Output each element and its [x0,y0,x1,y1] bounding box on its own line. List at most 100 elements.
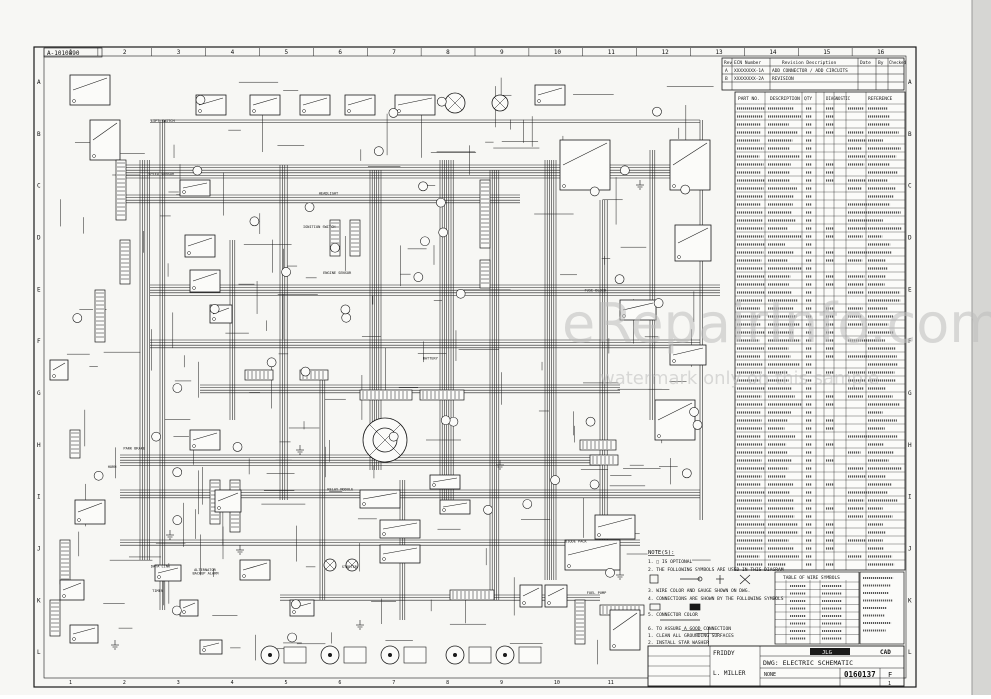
callout-circle [448,416,459,427]
row-marker: H [37,442,41,449]
title-block: JLG CAD DWG: ELECTRIC SCHEMATIC FRIDDY L… [647,645,905,687]
row-marker: E [37,286,41,293]
parts-header-diag: DIAGNOSTIC [826,96,851,101]
relay-body [519,584,543,608]
callout-circle [680,184,691,195]
switch-terminal-block [468,646,492,664]
drawing-id: A-1010890 [47,50,80,57]
note-line-6: 6. TO ASSURE A GOOD CONNECTION [648,626,731,632]
zone-marker: 3 [177,49,181,56]
zone-marker-bottom: 10 [554,680,560,686]
connector-body [349,219,361,257]
relay [179,179,211,197]
relay-contact [92,122,118,141]
parts-list-rows [735,92,905,570]
callout-circle [589,479,600,490]
relay [559,139,611,191]
switch-terminal-block [518,646,542,664]
note-line-8: 2. INSTALL STAR WASHER [648,640,709,646]
row-marker-right: F [908,338,912,345]
parts-header-qty: QTY [804,96,812,102]
relay-body [299,94,331,116]
rotary-switch [445,645,492,665]
relay-terminal [187,251,191,255]
zone-marker-bottom: 8 [446,680,449,686]
ground-symbol [111,640,119,650]
sheet-border [33,46,917,688]
relay-terminal [72,99,76,103]
switch-terminal-block [343,646,367,664]
relay-contact [192,432,218,441]
symbol-table-title: TABLE OF WIRE SYMBOLS [783,575,840,581]
lamp-cross [494,97,506,109]
relay [249,94,281,116]
callout-circle [614,274,625,284]
relay [344,94,376,116]
connector [59,539,71,585]
relay [669,344,707,366]
rotary-switch [260,645,307,665]
callout-circle [436,96,447,107]
parts-list: PART NO. DESCRIPTION QTY DIAGNOSTIC REFE… [734,91,906,571]
relay-body [379,544,421,564]
relay-body [89,119,121,161]
relay [89,119,121,161]
relay-contact [672,347,704,356]
relay-contact [242,562,268,571]
title-drawn-by: FRIDDY [713,650,735,657]
relay [239,559,271,581]
relay [654,399,696,441]
notes-block: NOTE(S): 1. □ IS OPTIONAL 2. THE FOLLOWI… [648,550,784,646]
relay-terminal [198,109,202,113]
component-label: STARTER [342,565,358,569]
switch-center [453,653,457,657]
title-scale: NONE [764,672,776,678]
note-line-1: 1. □ IS OPTIONAL [648,559,692,565]
title-cad: CAD [880,649,891,656]
row-marker-right: E [908,286,912,293]
scan-edge [972,0,991,695]
title-approved-by: L. MILLER [713,670,746,677]
relay-terminal [432,483,436,487]
relay-terminal [217,506,221,510]
rev-row-a-rev: A [725,68,728,74]
row-marker: G [37,390,41,397]
connector-body [115,159,127,221]
callout-circle [172,467,183,477]
symbol-table-rows [775,580,859,644]
zone-marker-bottom: 9 [500,680,503,686]
connector-body [119,239,131,285]
watermark-sub: watermark only on this sample [600,368,879,389]
callout-circle [72,313,83,323]
component-label: BATTERY [423,356,439,360]
relay [189,269,221,293]
relay-contact [302,97,328,106]
component-label: LIFT SWITCH [151,119,175,123]
relay [394,94,436,116]
callout-circle [93,470,104,481]
relay-contact [157,567,179,574]
relay-contact [677,227,709,244]
connector [479,179,491,249]
note-line-5: 5. CONNECTOR COLOR [648,612,698,618]
connector-body [69,429,81,459]
relay-body [669,139,711,191]
relay-body [59,579,85,601]
relay-contact [562,142,608,166]
component-label: TIMER [152,589,164,593]
rev-header-rev: Rev [724,60,732,66]
zone-marker: 16 [877,49,885,56]
switch-terminal-block [403,646,427,664]
relay-terminal [52,374,56,378]
lamp-cross [325,560,335,570]
relay-terminal [612,644,616,648]
row-marker-right: I [908,494,912,501]
rev-header-desc: Revision Description [782,60,836,66]
relay-body [239,559,271,581]
relay-body [379,519,421,539]
row-marker-right: K [908,597,912,604]
component-label: RELAY MODULE [327,488,353,492]
relay-terminal [597,533,601,537]
relay-contact [62,582,82,591]
